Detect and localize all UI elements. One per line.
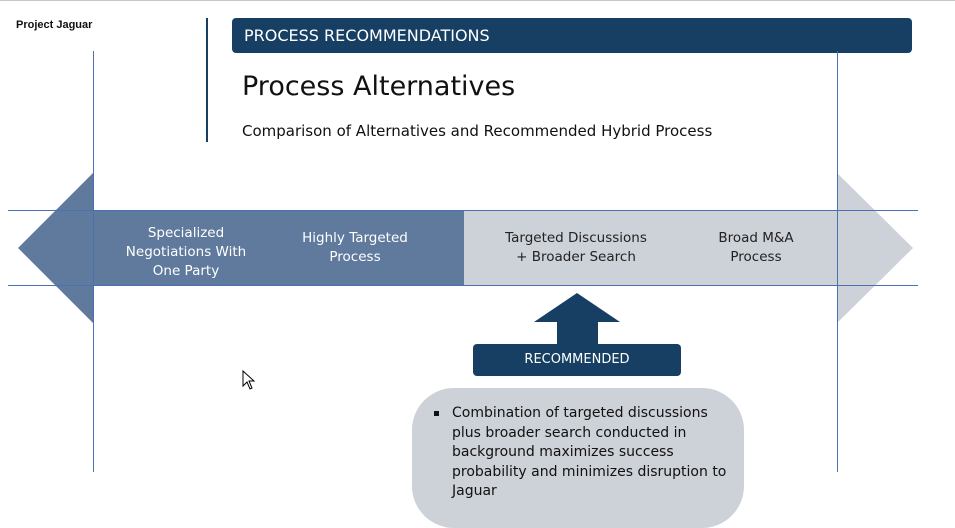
spectrum-diagram <box>8 51 918 472</box>
page-subtitle: Comparison of Alternatives and Recommend… <box>242 122 713 140</box>
spectrum-item-broad-ma: Broad M&A Process <box>718 230 794 265</box>
right-arrow-head <box>837 173 913 323</box>
spectrum-item-specialized: Specialized Negotiations With One Party <box>125 225 247 279</box>
title-divider <box>206 18 208 142</box>
recommended-label: RECOMMENDED <box>473 344 681 376</box>
up-arrow <box>534 293 620 344</box>
spectrum-item-targeted-broader: Targeted Discussions + Broader Search <box>505 230 647 265</box>
page-title: Process Alternatives <box>242 71 516 102</box>
left-arrow-head <box>18 173 93 323</box>
spectrum-dark-segment <box>93 210 464 285</box>
mouse-cursor-icon <box>242 370 256 390</box>
spectrum-item-highly-targeted: Highly Targeted Process <box>302 230 408 265</box>
project-name: Project Jaguar <box>16 19 93 31</box>
spectrum-light-segment <box>464 210 837 285</box>
recommendation-bullets: Combination of targeted discussions plus… <box>432 404 732 502</box>
bullet-item: Combination of targeted discussions plus… <box>432 404 732 502</box>
section-header: PROCESS RECOMMENDATIONS <box>232 18 912 53</box>
